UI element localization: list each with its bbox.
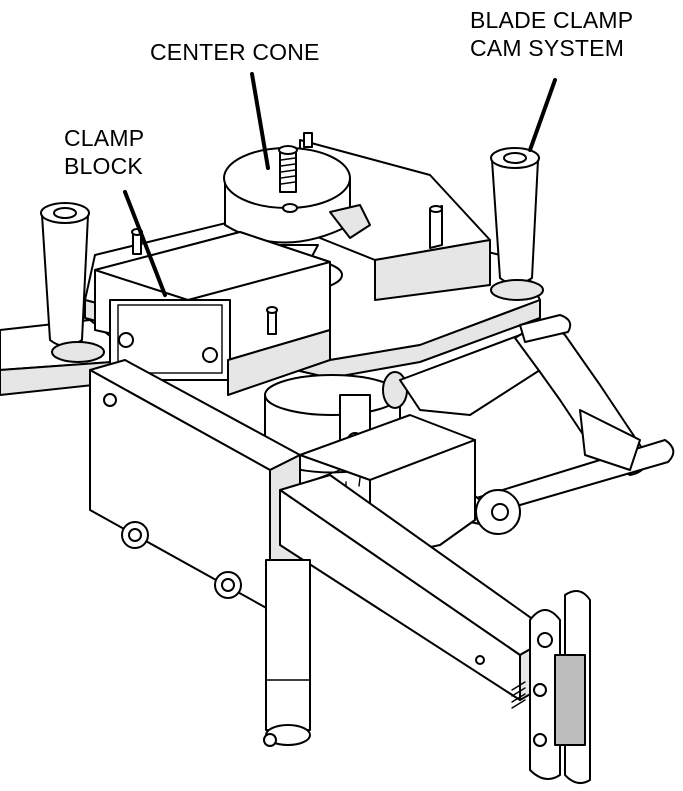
front-housing [89, 359, 301, 611]
blade-holder [511, 590, 591, 785]
pivot-hub [264, 371, 421, 496]
blade-clamp-label-line1: BLADE CLAMP [470, 7, 634, 33]
left-handle [40, 202, 105, 363]
clamp-block-label-line2: BLOCK [64, 153, 143, 179]
blade-clamp-label-line2: CAM SYSTEM [470, 35, 625, 61]
clamp-block-label-line1: CLAMP [64, 125, 145, 151]
blade-clamp-leader [528, 78, 557, 152]
right-handle [490, 147, 544, 301]
cam-lever [399, 314, 675, 506]
center-cone-leader [250, 72, 270, 170]
center-cone-label: CENTER CONE [150, 39, 320, 65]
support-post [263, 559, 311, 747]
clamp-block-leader [123, 190, 167, 297]
